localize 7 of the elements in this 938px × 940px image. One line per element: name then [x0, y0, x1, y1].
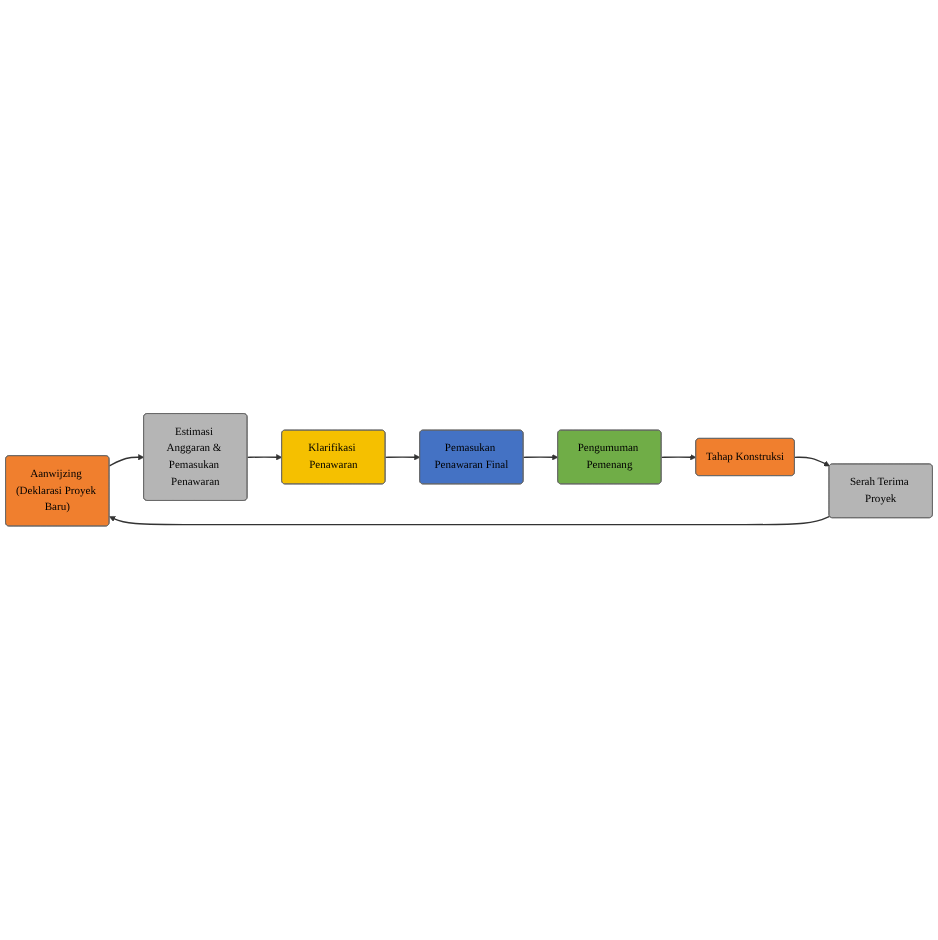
arrow [522, 454, 559, 461]
arrow [660, 454, 697, 461]
arrow [109, 515, 831, 526]
arrow [108, 454, 145, 467]
arrow [384, 454, 421, 461]
arrow [246, 454, 283, 461]
arrow [794, 456, 830, 467]
